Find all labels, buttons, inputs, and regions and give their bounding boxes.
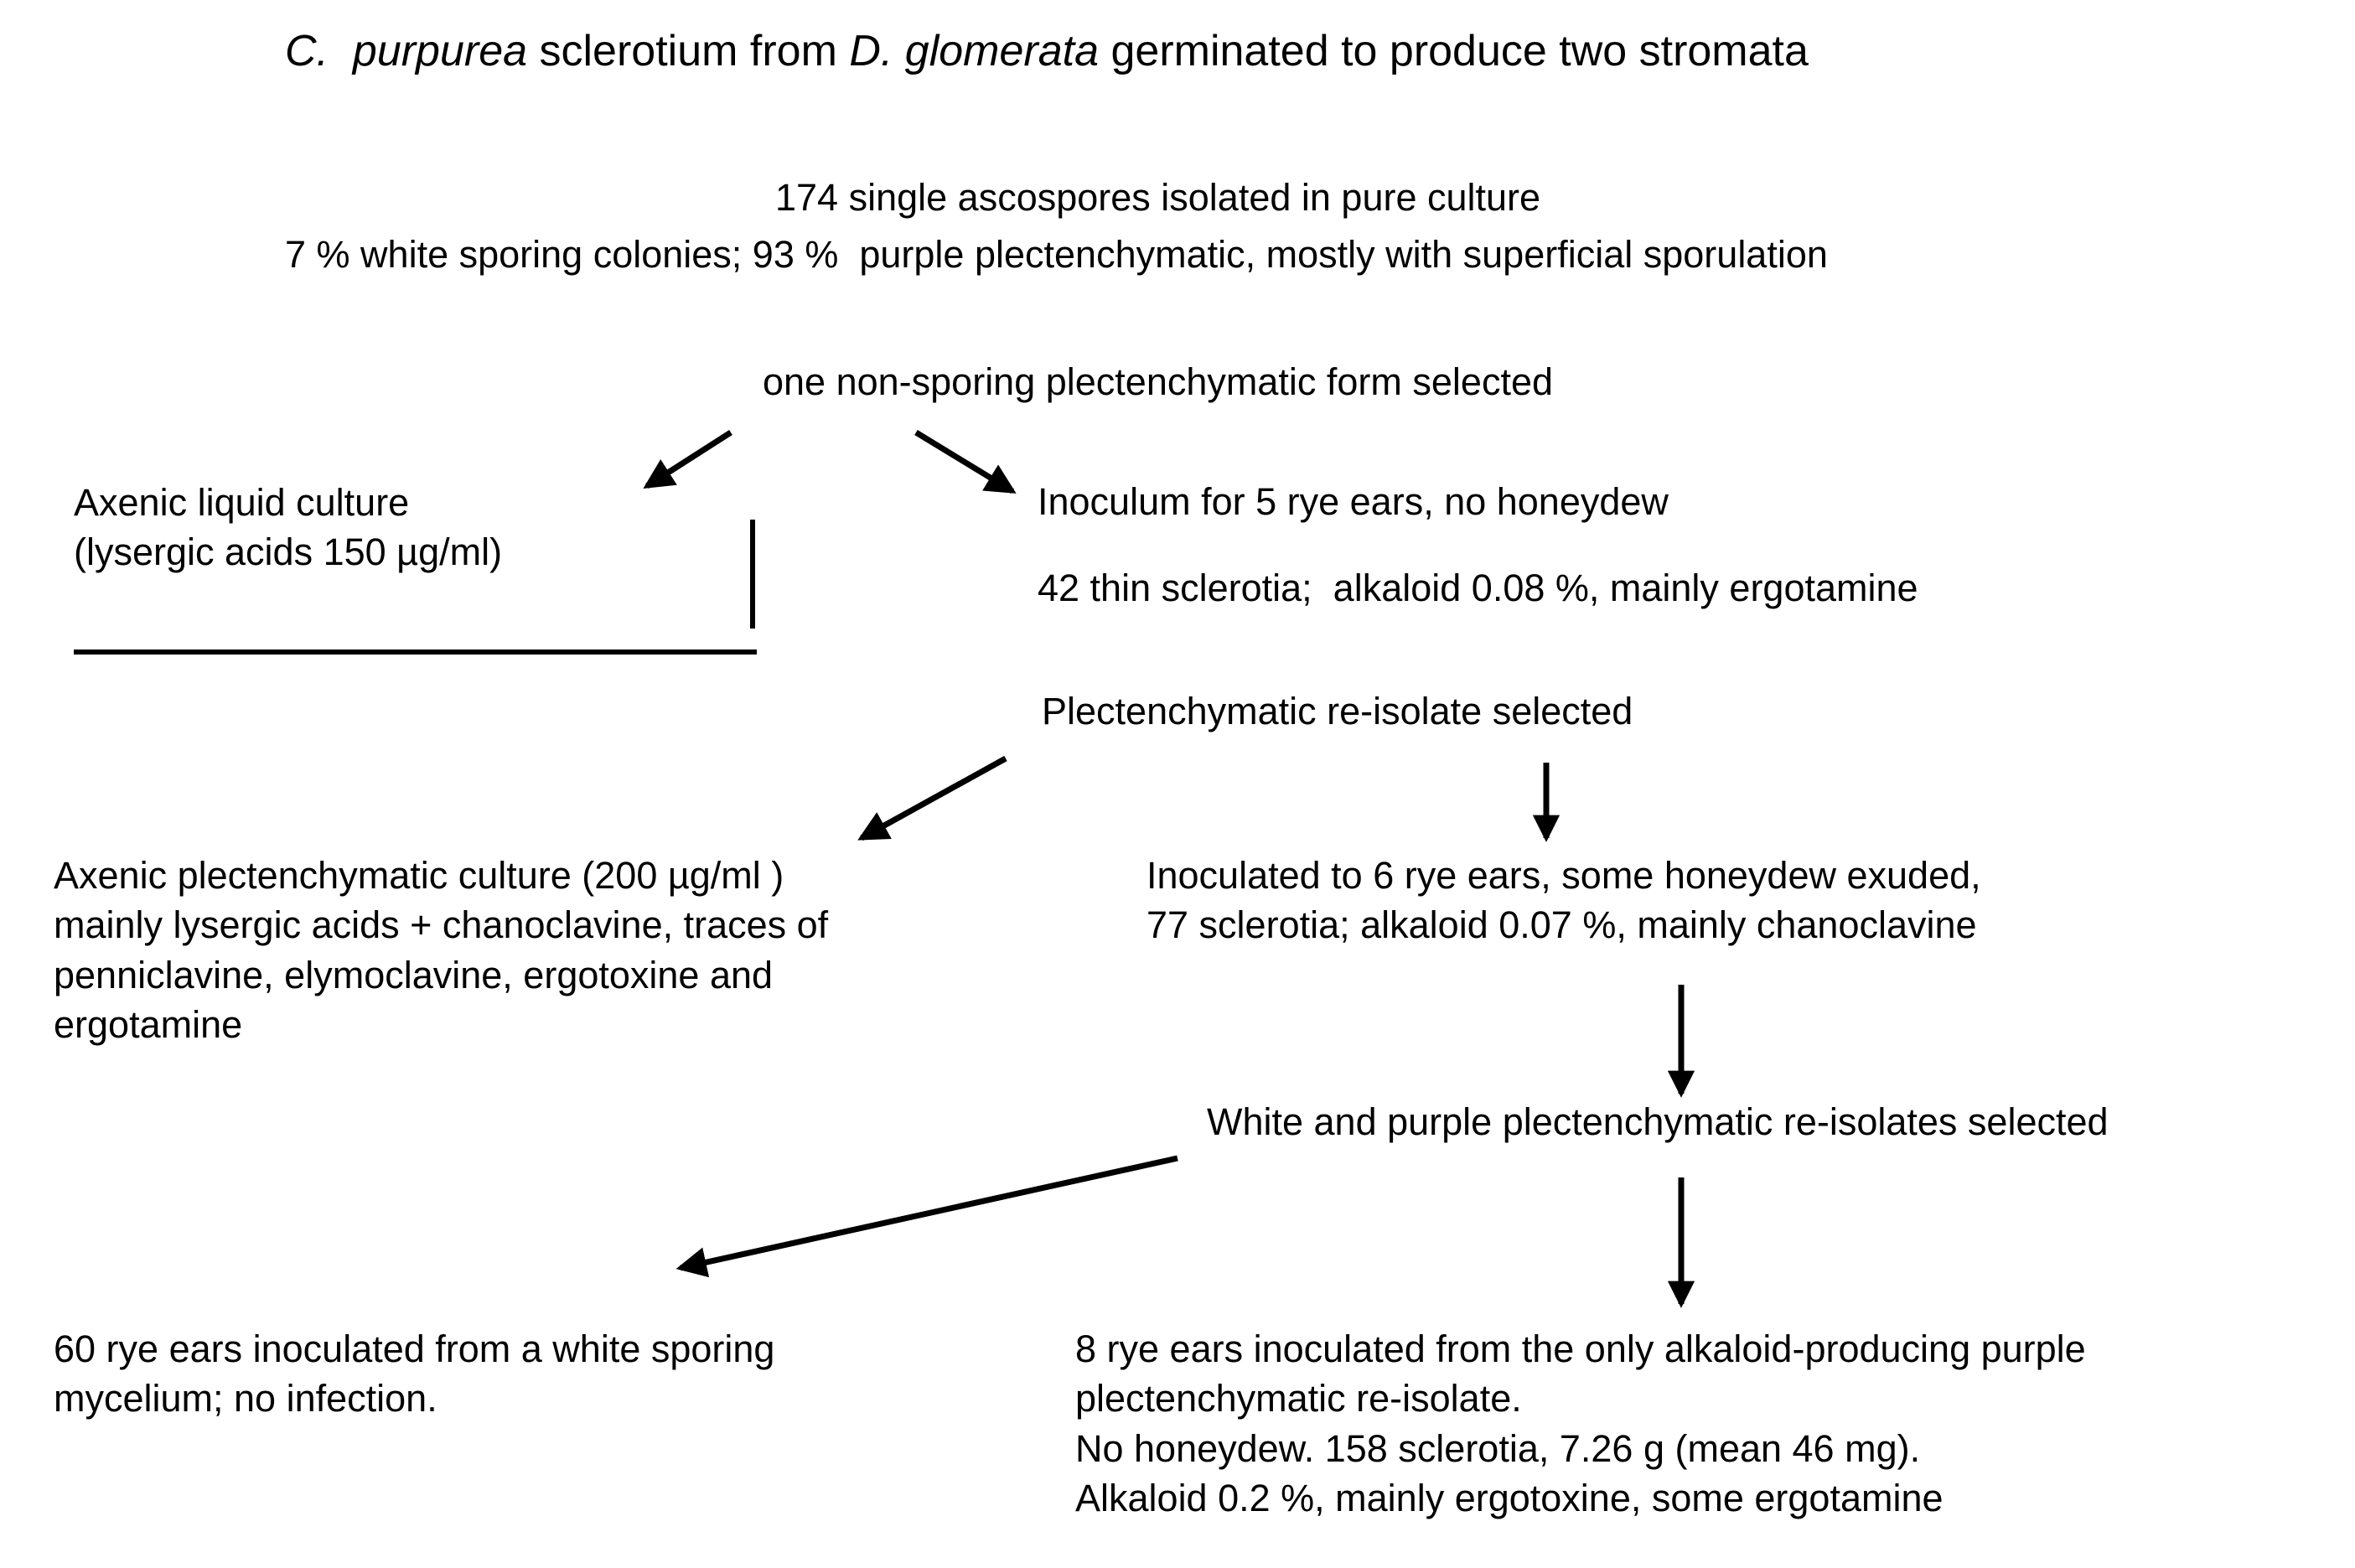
- node-selected-form: one non-sporing plectenchymatic form sel…: [763, 360, 1554, 403]
- page-title: C. purpurea sclerotium from D. glomerata…: [285, 23, 1809, 80]
- node-axenic-plectenchymatic-culture: Axenic plectenchymatic culture (200 µg/m…: [54, 854, 829, 1047]
- node-plectenchymatic-reisolate: Plectenchymatic re-isolate selected: [1042, 690, 1633, 732]
- node-inoculum-rye5: Inoculum for 5 rye ears, no honeydew: [1038, 480, 1669, 523]
- title-mid-2: germinated to produce two stromata: [1099, 27, 1809, 75]
- arrow-to-rye60-white: [675, 1155, 1178, 1278]
- title-mid-1: sclerotium from: [527, 27, 850, 75]
- axenic-box-vertical-rule: [750, 520, 755, 629]
- arrow-to-axenic-liquid: [643, 430, 732, 489]
- arrow-to-axenic-plectenchymatic: [857, 755, 1007, 841]
- node-inoculated-rye6: Inoculated to 6 rye ears, some honeydew …: [1146, 854, 1981, 947]
- axenic-box-horizontal-rule: [74, 649, 757, 655]
- node-rye60-white-sporing: 60 rye ears inoculated from a white spor…: [54, 1327, 775, 1421]
- title-species-1: C. purpurea: [285, 27, 528, 75]
- node-ascospores-count: 174 single ascospores isolated in pure c…: [775, 176, 1541, 219]
- node-rye8-purple-reisolate: 8 rye ears inoculated from the only alka…: [1075, 1327, 2086, 1520]
- arrow-to-inoculum-rye5: [914, 430, 1017, 494]
- node-axenic-liquid-culture: Axenic liquid culture (lysergic acids 15…: [74, 481, 503, 574]
- title-species-2: D. glomerata: [849, 27, 1100, 75]
- node-ascospores-composition: 7 % white sporing colonies; 93 % purple …: [285, 233, 1828, 276]
- node-sclerotia-42: 42 thin sclerotia; alkaloid 0.08 %, main…: [1038, 567, 1918, 609]
- node-white-purple-reisolates: White and purple plectenchymatic re-isol…: [1207, 1100, 2109, 1143]
